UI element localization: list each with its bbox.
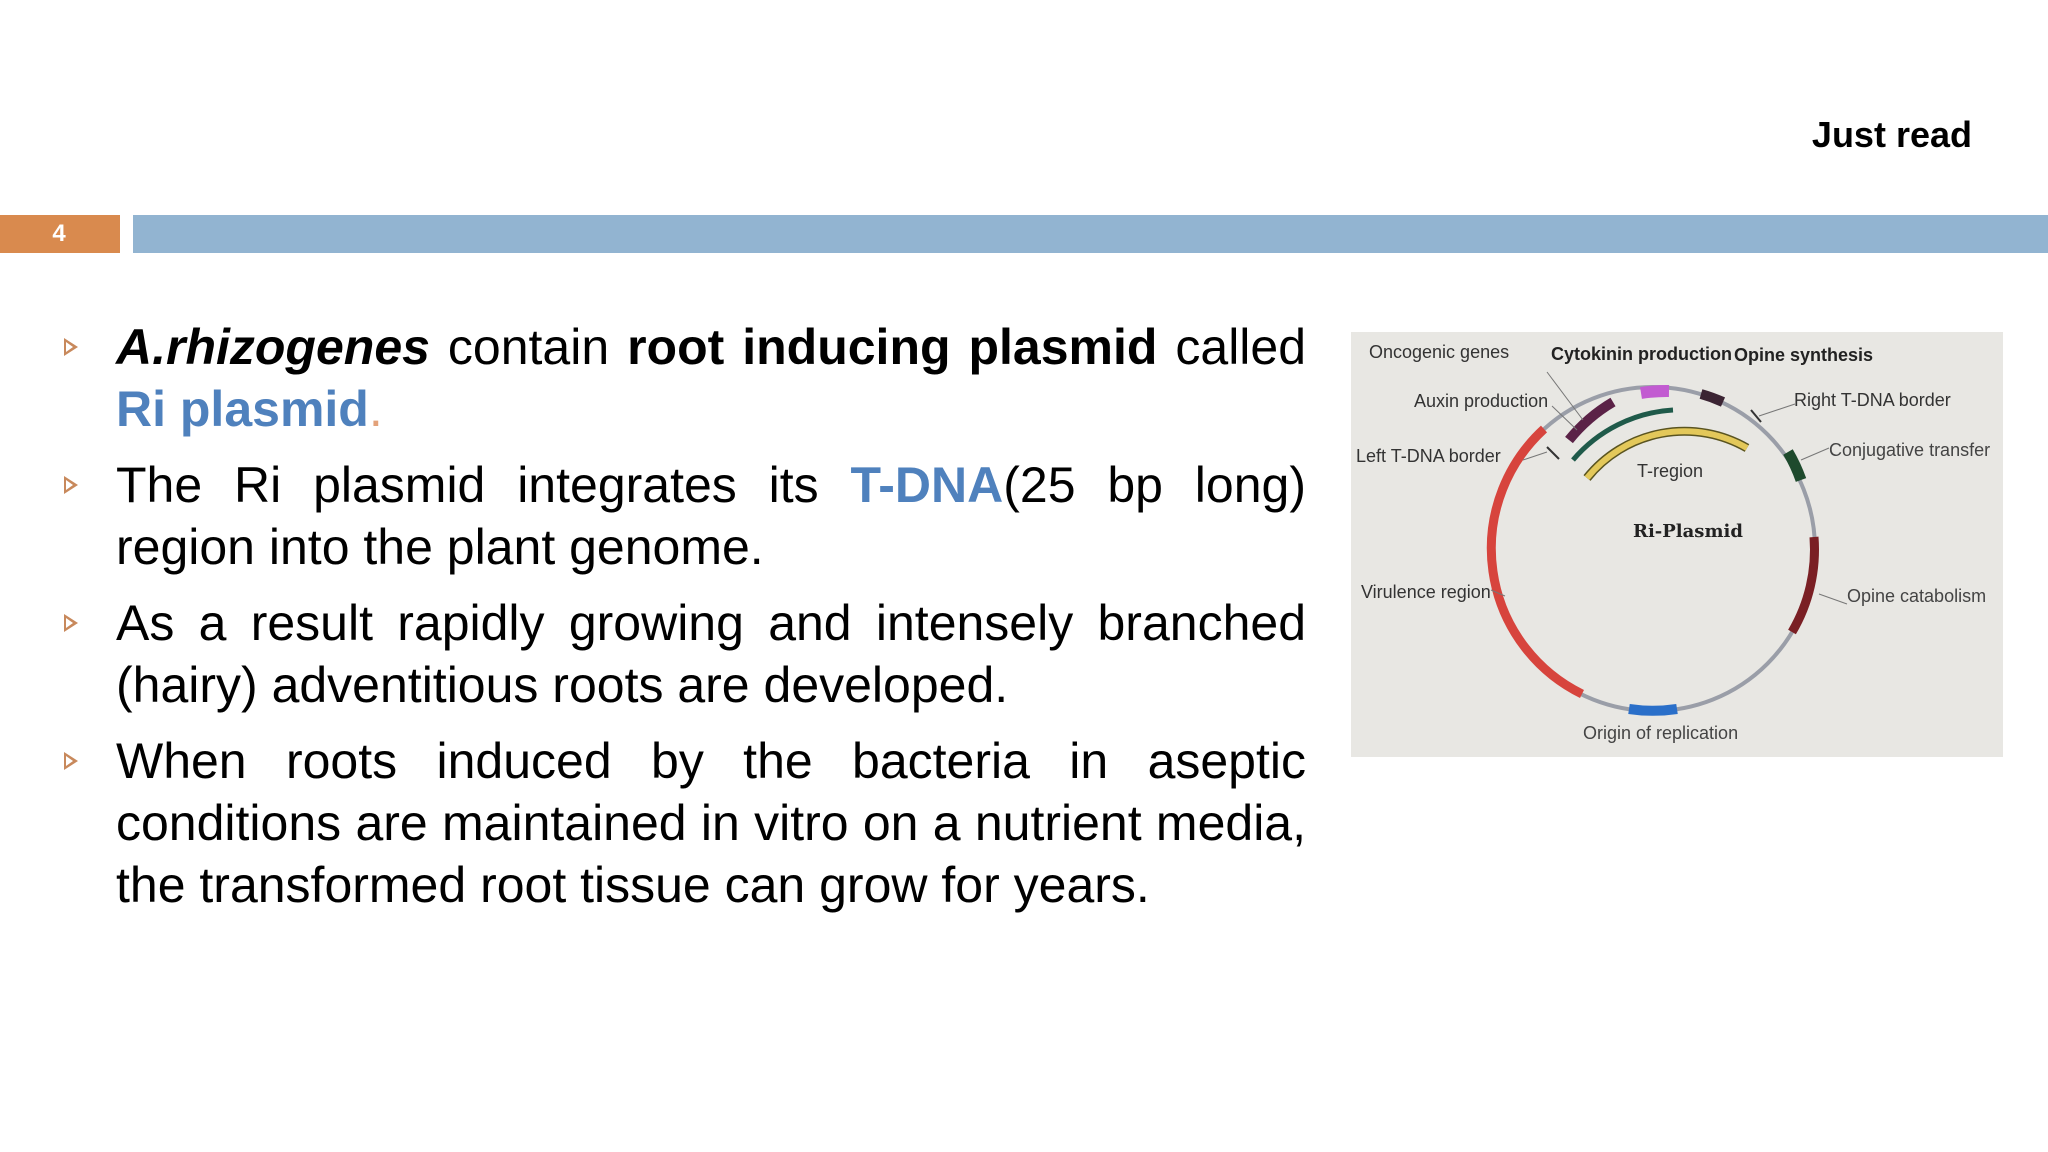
t-region-arc bbox=[1584, 428, 1749, 480]
oncogenic-arc bbox=[1565, 397, 1616, 444]
bullet-text: As a result rapidly growing and intensel… bbox=[116, 595, 1306, 713]
bullet-item: When roots induced by the bacteria in as… bbox=[60, 730, 1306, 916]
label-ri-plasmid: Ri-Plasmid bbox=[1633, 521, 1743, 542]
bullet-text: root inducing plasmid bbox=[627, 319, 1158, 375]
cytokinin-arc bbox=[1640, 384, 1670, 399]
bullet-item: A.rhizogenes contain root inducing plasm… bbox=[60, 316, 1306, 440]
right-border-tick bbox=[1750, 409, 1762, 423]
bullet-text: contain bbox=[429, 319, 628, 375]
bullet-text: (25 bp long) region into the plant genom… bbox=[116, 457, 1306, 575]
bullet-highlight: Ri plasmid bbox=[116, 381, 369, 437]
arrow-bullet-icon bbox=[64, 614, 78, 632]
header-bar bbox=[133, 215, 2048, 253]
left-border-tick bbox=[1546, 446, 1560, 460]
conjugative-arc bbox=[1783, 449, 1807, 482]
virulence-region-arc bbox=[1486, 425, 1584, 699]
bullet-text: The Ri plasmid integrates its bbox=[116, 457, 851, 513]
bullet-text: . bbox=[368, 381, 383, 437]
label-cytokinin: Cytokinin production bbox=[1551, 344, 1732, 364]
origin-arc bbox=[1628, 704, 1678, 716]
ri-plasmid-diagram: Oncogenic genes Cytokinin production Opi… bbox=[1351, 332, 2003, 757]
bullet-text: called bbox=[1157, 319, 1307, 375]
arrow-bullet-icon bbox=[64, 752, 78, 770]
bullet-item: As a result rapidly growing and intensel… bbox=[60, 592, 1306, 716]
slide-number: 4 bbox=[0, 215, 120, 253]
arrow-bullet-icon bbox=[64, 476, 78, 494]
label-opine-synthesis: Opine synthesis bbox=[1734, 345, 1873, 365]
label-auxin: Auxin production bbox=[1414, 391, 1548, 411]
arrow-bullet-icon bbox=[64, 338, 78, 356]
label-origin: Origin of replication bbox=[1583, 723, 1738, 743]
label-t-region: T-region bbox=[1637, 461, 1703, 481]
bullet-text: A.rhizogenes bbox=[116, 319, 430, 375]
bullet-list: A.rhizogenes contain root inducing plasm… bbox=[60, 316, 1306, 930]
bullet-highlight: T-DNA bbox=[850, 457, 1004, 513]
label-virulence: Virulence region bbox=[1361, 582, 1491, 602]
label-conjugative: Conjugative transfer bbox=[1829, 440, 1990, 460]
opine-catabolism-arc bbox=[1788, 536, 1819, 635]
label-left-border: Left T-DNA border bbox=[1356, 446, 1501, 466]
label-oncogenic: Oncogenic genes bbox=[1369, 342, 1509, 362]
bullet-item: The Ri plasmid integrates its T-DNA(25 b… bbox=[60, 454, 1306, 578]
label-right-border: Right T-DNA border bbox=[1794, 390, 1951, 410]
bullet-text: When roots induced by the bacteria in as… bbox=[116, 733, 1306, 913]
opine-synthesis-arc bbox=[1699, 389, 1726, 407]
inner-green-arc bbox=[1571, 407, 1674, 462]
corner-note: Just read bbox=[1811, 114, 1972, 155]
label-opine-catabolism: Opine catabolism bbox=[1847, 586, 1986, 606]
